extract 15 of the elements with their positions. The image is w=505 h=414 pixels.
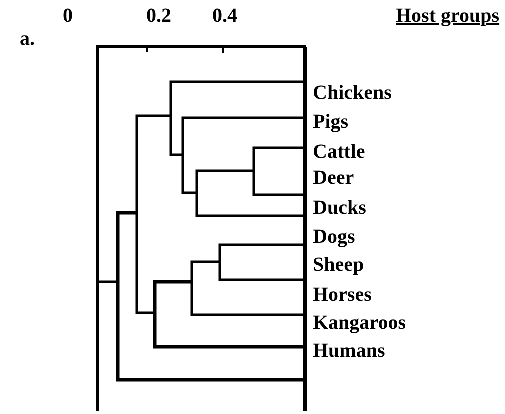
leaf-label: Ducks — [313, 197, 366, 219]
leaf-label: Sheep — [313, 254, 364, 276]
leaf-label: Pigs — [313, 111, 349, 133]
leaf-label: Dogs — [313, 226, 356, 248]
axis-tick-label: 0 — [63, 5, 73, 27]
leaf-label: Cattle — [313, 141, 366, 163]
leaf-label: Horses — [313, 284, 372, 306]
axis-tick-label: 0.4 — [212, 5, 238, 27]
leaf-label: Kangaroos — [313, 312, 406, 334]
column-heading: Host groups — [396, 5, 500, 27]
leaf-label: Chickens — [313, 82, 392, 104]
leaf-label: Deer — [313, 167, 354, 189]
axis-tick-label: 0.2 — [146, 5, 172, 27]
leaf-label: Humans — [313, 340, 386, 362]
panel-label: a. — [20, 28, 35, 50]
